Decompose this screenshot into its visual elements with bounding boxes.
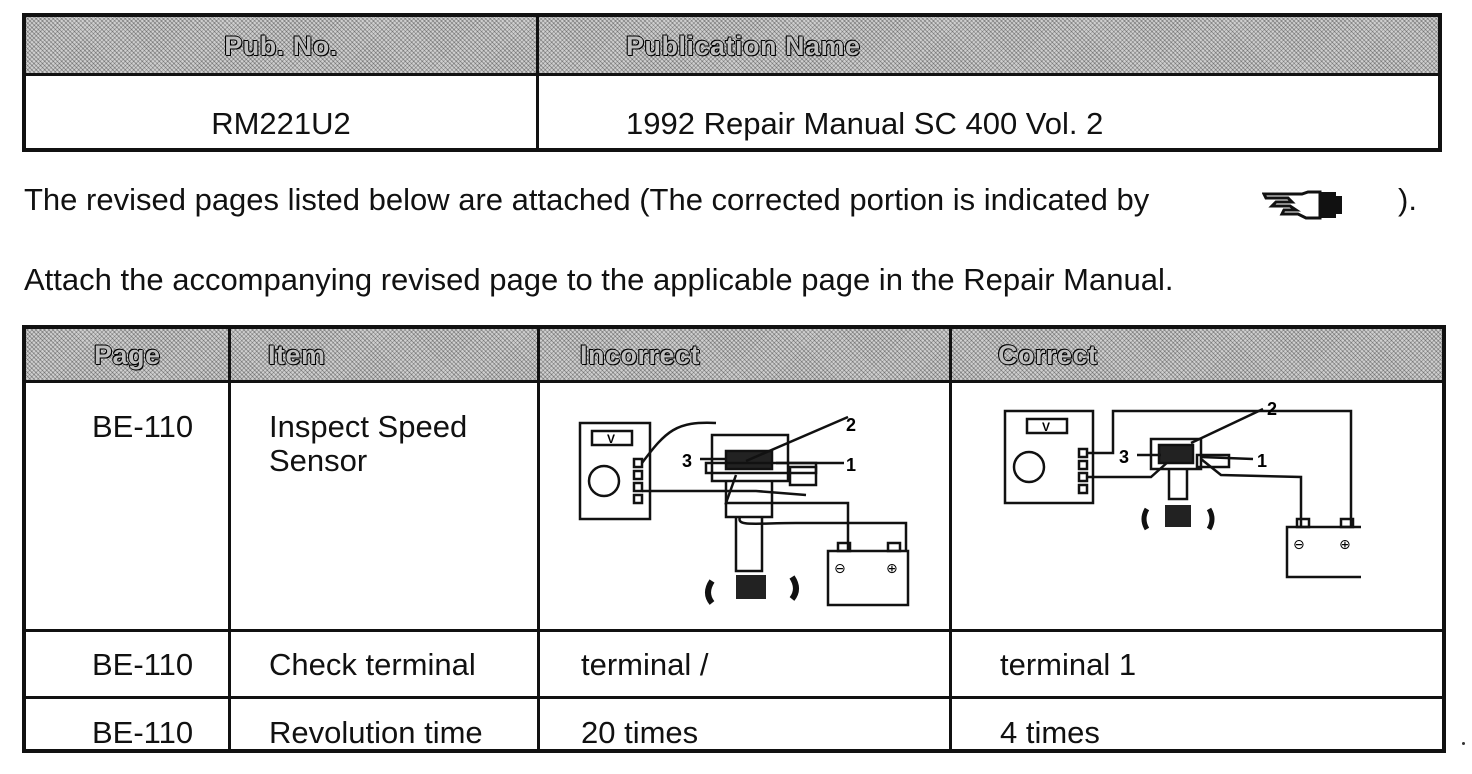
pub-no-value: RM221U2 [211,106,351,141]
row3-correct: 4 times [1000,715,1100,750]
publication-table-header [26,17,1438,76]
row2-correct: terminal 1 [1000,647,1137,682]
correct-meter-label: V [1042,420,1050,434]
revised-pages-note-close: ). [1398,182,1417,217]
incorrect-battery-negative: ⊖ [834,561,846,577]
revised-pages-note: The revised pages listed below are attac… [24,182,1150,217]
incorrect-terminal-2-label: 2 [846,415,856,435]
correct-battery-positive: ⊕ [1339,537,1351,553]
page-header: Page [94,340,161,370]
incorrect-terminal-3-label: 3 [682,451,692,471]
incorrect-terminal-1-label: 1 [846,455,856,475]
correct-battery-negative: ⊖ [1293,537,1305,553]
row1-item-line1: Inspect Speed [269,409,468,444]
incorrect-speed-sensor-diagram [578,415,910,607]
pub-name-header: Publication Name [626,31,861,61]
pub-no-header: Pub. No. [224,31,338,61]
stray-mark [1462,742,1465,745]
row2-item: Check terminal [269,647,476,682]
row2-incorrect: terminal / [581,647,709,682]
row2-page: BE-110 [92,647,194,682]
column-divider [537,329,540,749]
publication-table: Pub. No. Publication Name RM221U2 1992 R… [22,13,1442,152]
pub-name-value: 1992 Repair Manual SC 400 Vol. 2 [626,106,1104,141]
attach-instruction: Attach the accompanying revised page to … [24,262,1174,297]
pointing-hand-icon [1262,190,1342,220]
row3-incorrect: 20 times [581,715,699,750]
correct-terminal-2-label: 2 [1267,399,1277,419]
correct-diagram-labels: 2 1 3 V ⊖ ⊕ [1042,399,1351,553]
incorrect-meter-label: V [607,432,615,446]
row-divider [26,696,1442,699]
item-header: Item [268,340,326,370]
incorrect-diagram-labels: 2 1 3 V ⊖ ⊕ [607,415,898,577]
column-divider [228,329,231,749]
row1-item-line2: Sensor [269,443,368,478]
row-divider [26,629,1442,632]
correct-terminal-3-label: 3 [1119,447,1129,467]
correct-speed-sensor-diagram [1003,407,1361,579]
row1-page: BE-110 [92,409,194,444]
incorrect-header: Incorrect [580,340,701,370]
row3-item: Revolution time [269,715,483,750]
column-divider [949,329,952,749]
correct-terminal-1-label: 1 [1257,451,1267,471]
column-divider [536,17,539,148]
revision-table: Page Item Incorrect Correct BE-110 Inspe… [22,325,1446,753]
incorrect-battery-positive: ⊕ [886,561,898,577]
correct-header: Correct [998,340,1098,370]
revision-table-header [26,329,1442,383]
row3-page: BE-110 [92,715,194,750]
